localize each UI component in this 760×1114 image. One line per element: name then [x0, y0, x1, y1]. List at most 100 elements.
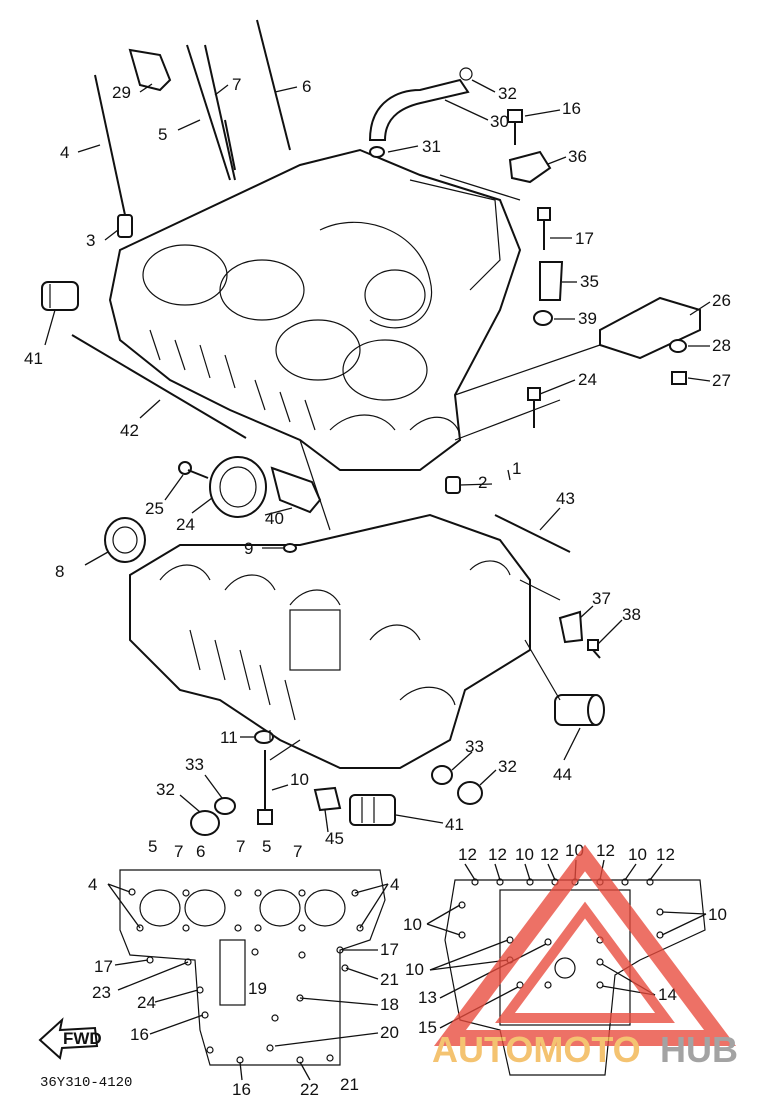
gasket-25	[209, 456, 267, 518]
label-24: 24	[137, 993, 156, 1012]
label-23: 23	[92, 983, 111, 1002]
r-label-10c: 10	[628, 845, 647, 864]
fwd-label: FWD	[63, 1029, 102, 1048]
sender-42	[349, 794, 396, 826]
callout-30: 29	[112, 83, 131, 102]
dowel-2	[445, 476, 461, 494]
callout-8: 8	[55, 562, 64, 581]
plug-34-right	[457, 781, 483, 805]
callout-40: 39	[578, 309, 597, 328]
plug-44	[554, 694, 605, 726]
callout-37: 36	[568, 147, 587, 166]
callout-41: 40	[265, 509, 284, 528]
r-label-12e: 12	[656, 845, 675, 864]
cylinder-studs	[94, 19, 291, 238]
callout-labels: 4 5 7 6 29 3 32 30 31 16 36 17 35 39 26 …	[24, 75, 731, 848]
callout-43: 42	[120, 421, 139, 440]
label-19: 19	[248, 979, 267, 998]
callout-6: 6	[302, 77, 311, 96]
plug-42-upper	[41, 281, 79, 311]
pipe-45	[494, 514, 571, 553]
callout-42-lower: 41	[445, 815, 464, 834]
clip-46	[313, 786, 342, 812]
oring-32	[369, 146, 385, 158]
label-21-bottom: 21	[340, 1075, 359, 1094]
gasket-label-6: 6	[196, 842, 205, 861]
oring-35-right	[431, 765, 453, 785]
callout-39: 38	[622, 605, 641, 624]
gasket-label-5a: 5	[148, 837, 157, 856]
label-22: 22	[300, 1080, 319, 1099]
r-label-15: 15	[418, 1018, 437, 1037]
bracket-30	[128, 48, 172, 92]
callout-34-right: 32	[498, 757, 517, 776]
plug-34-left	[190, 810, 220, 836]
leader-lines	[44, 79, 711, 833]
bolt-17-upper	[537, 207, 551, 250]
r-label-10-left: 10	[403, 915, 422, 934]
callout-45: 43	[556, 489, 575, 508]
label-16: 16	[130, 1025, 149, 1044]
callout-31: 30	[490, 112, 509, 131]
callout-4: 4	[60, 143, 69, 162]
r-label-12b: 12	[488, 845, 507, 864]
callout-46: 45	[325, 829, 344, 848]
tube-43	[71, 334, 247, 439]
bolt-39	[587, 639, 601, 659]
bolt-16-upper	[507, 109, 523, 145]
callout-17-upper: 17	[575, 229, 594, 248]
callout-10: 10	[290, 770, 309, 789]
oring-35-left	[214, 797, 236, 815]
callout-44: 44	[553, 765, 572, 784]
watermark-text-hub: HUB	[660, 1029, 738, 1070]
callout-9: 9	[244, 539, 253, 558]
label-21: 21	[380, 970, 399, 989]
gasket-label-5b: 5	[262, 837, 271, 856]
callout-3: 3	[86, 231, 95, 250]
r-label-10a: 10	[515, 845, 534, 864]
seal-8	[104, 517, 146, 563]
upper-crankcase	[108, 148, 522, 471]
callout-38: 37	[592, 589, 611, 608]
callout-28: 27	[712, 371, 731, 390]
cap-41	[270, 466, 322, 514]
watermark-logo: AUTOMOTO HUB	[432, 844, 738, 1070]
r-label-13: 13	[418, 988, 437, 1007]
bolt-26	[178, 461, 209, 479]
washer-11	[254, 730, 274, 744]
bolt-pattern-view-left: 5 7 6 7 5 7 4 4 17 23 24 16 19 18 20 17 …	[88, 837, 399, 1099]
label-17-right: 17	[380, 940, 399, 959]
callout-36: 35	[580, 272, 599, 291]
washer-40	[533, 310, 553, 326]
callout-32: 31	[422, 137, 441, 156]
callout-1: 1	[512, 459, 521, 478]
callout-11: 11	[220, 728, 238, 747]
label-18: 18	[380, 995, 399, 1014]
plug-29	[669, 339, 687, 353]
callout-2: 2	[478, 473, 487, 492]
gasket-label-7b: 7	[236, 837, 245, 856]
hose-31	[368, 78, 470, 141]
reference-code: 36Y310-4120	[40, 1075, 132, 1091]
callout-5: 5	[158, 125, 167, 144]
callout-33: 32	[498, 84, 517, 103]
fwd-arrow-icon: FWD	[38, 1017, 102, 1060]
callout-42-upper: 41	[24, 349, 43, 368]
gasket-label-7c: 7	[293, 842, 302, 861]
callout-26: 25	[145, 499, 164, 518]
gasket-label-4-left: 4	[88, 875, 97, 894]
r-label-10-mid: 10	[405, 960, 424, 979]
bolt-28	[671, 371, 687, 385]
callout-16-upper: 16	[562, 99, 581, 118]
clamp-37	[508, 150, 552, 184]
watermark-text-automoto: AUTOMOTO	[432, 1029, 641, 1070]
callout-23-upper: 24	[578, 370, 597, 389]
r-label-14: 14	[658, 985, 677, 1004]
callout-25: 24	[176, 515, 195, 534]
callout-29: 28	[712, 336, 731, 355]
clip-33	[459, 67, 473, 81]
gasket-label-4-right: 4	[390, 875, 399, 894]
r-label-12a: 12	[458, 845, 477, 864]
bracket-38	[558, 610, 584, 644]
